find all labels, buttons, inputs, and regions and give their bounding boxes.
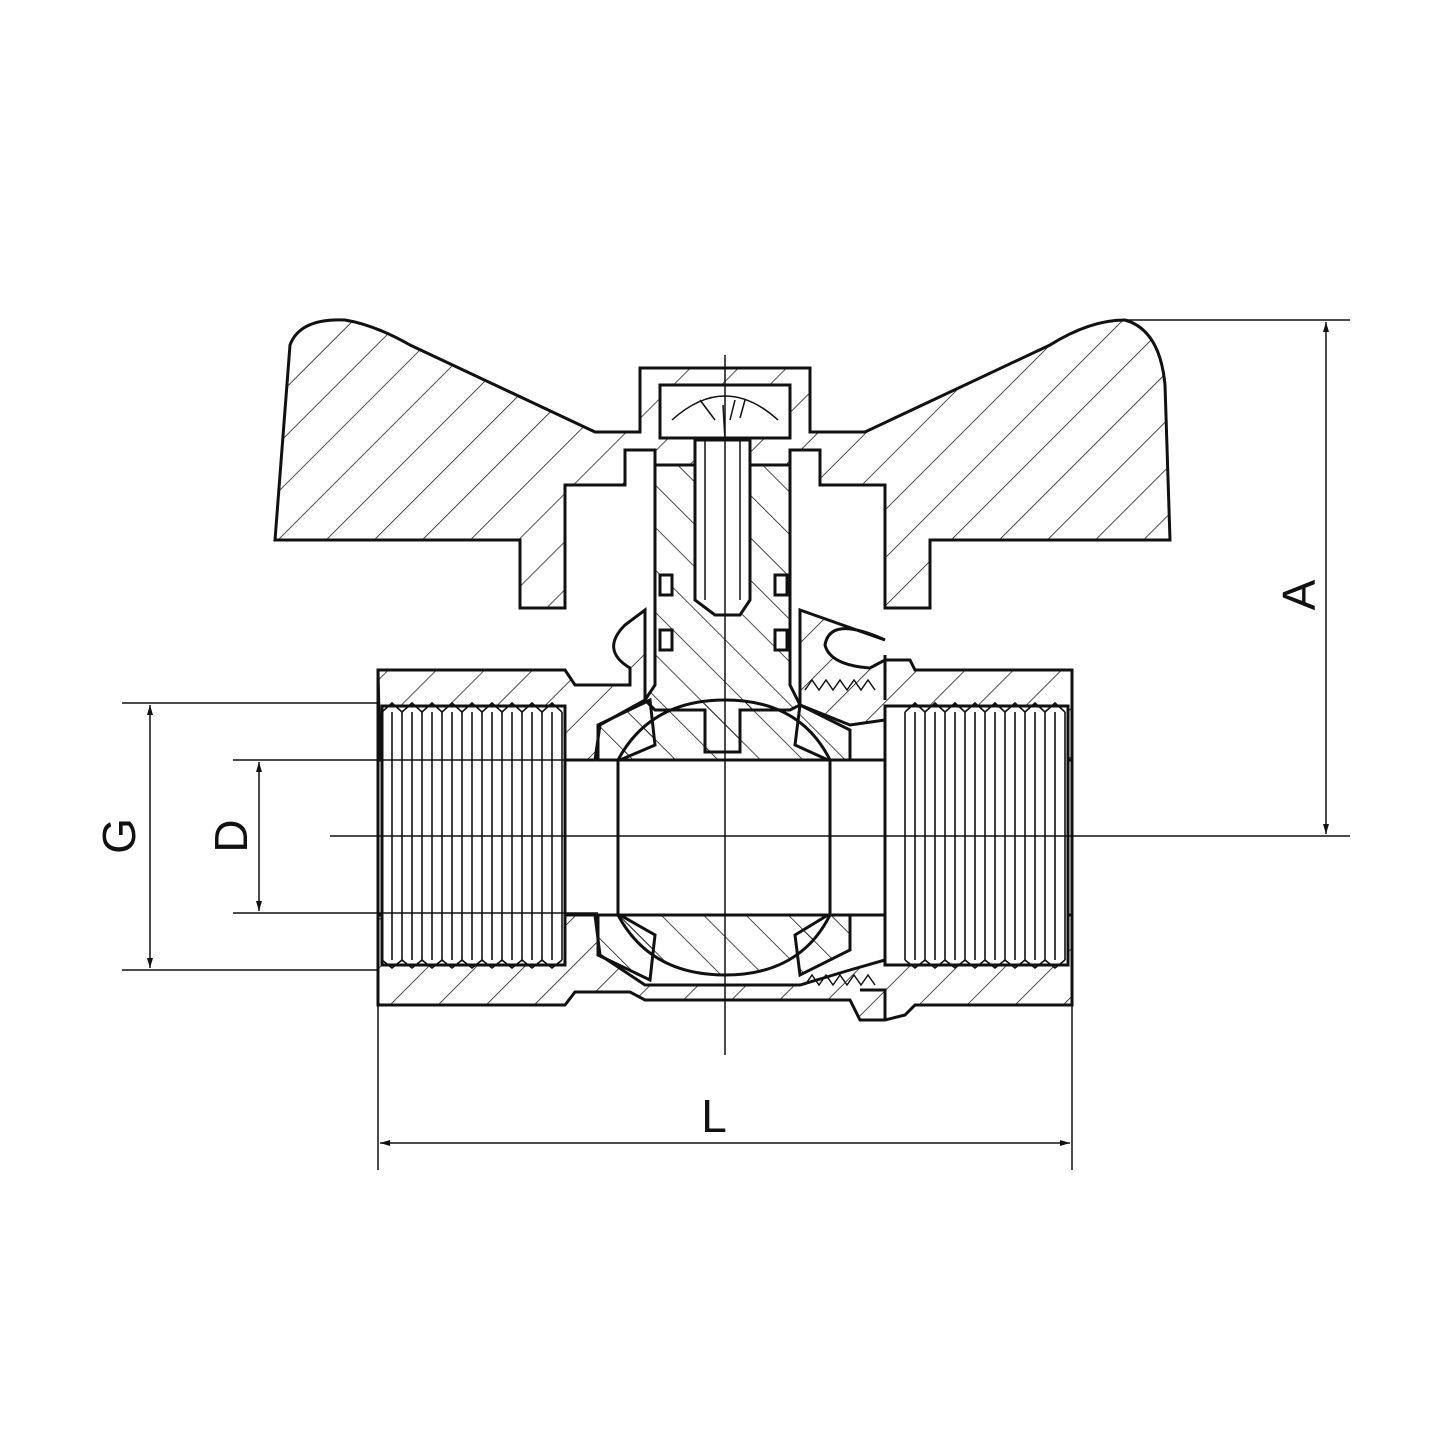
dimension-label-a: A — [1273, 579, 1325, 610]
dimension-G: G — [93, 702, 378, 971]
dimension-L: L — [377, 1005, 1073, 1170]
dimension-A: A — [1115, 319, 1350, 834]
dimension-label-d: D — [205, 819, 257, 852]
center-lines — [330, 355, 1350, 1055]
dimension-label-g: G — [93, 818, 145, 854]
valve-ball — [596, 678, 885, 987]
dimension-label-l: L — [701, 1090, 727, 1142]
dimension-D: D — [205, 759, 598, 914]
